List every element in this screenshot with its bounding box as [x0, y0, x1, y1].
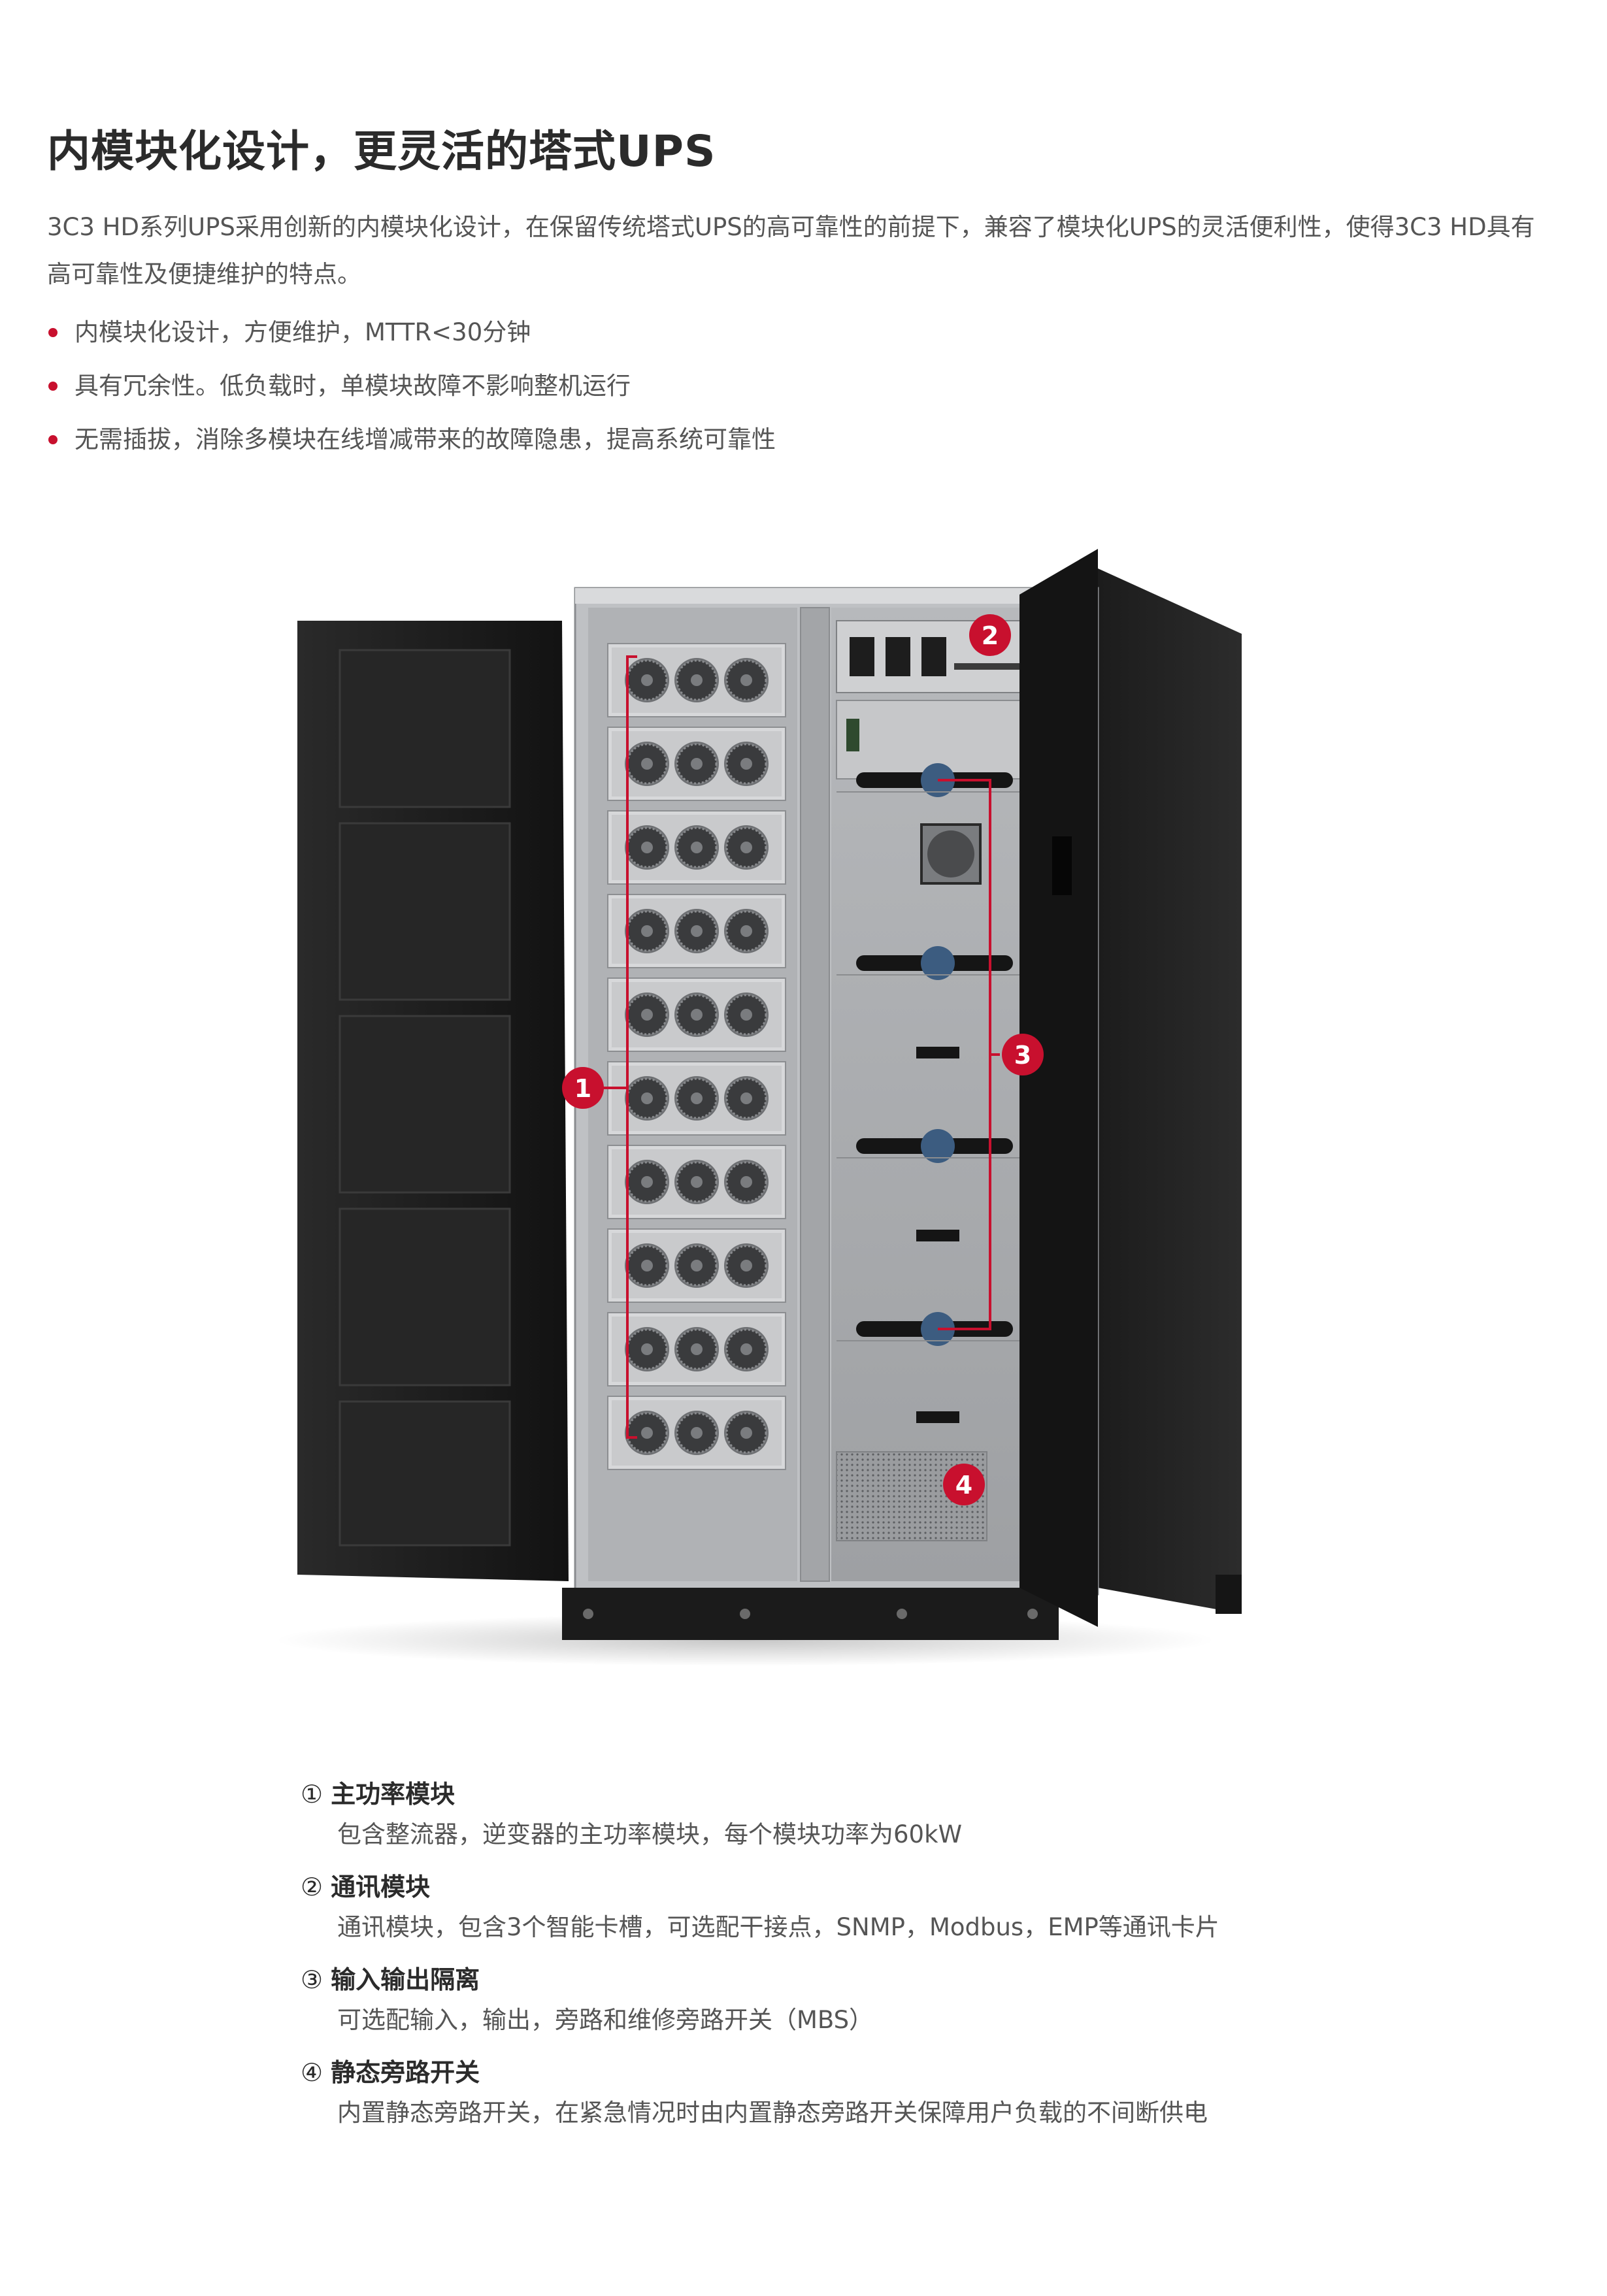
feature-number: ④	[301, 2058, 323, 2087]
feature-item: ① 主功率模块 包含整流器，逆变器的主功率模块，每个模块功率为60kW	[301, 1774, 1412, 1855]
cabinet-base	[562, 1588, 1059, 1640]
feature-title: 通讯模块	[331, 1873, 431, 1901]
feature-number: ②	[301, 1873, 323, 1901]
bullet-item: 具有冗余性。低负载时，单模块故障不影响整机运行	[47, 359, 776, 413]
feature-description: 通讯模块，包含3个智能卡槽，可选配干接点，SNMP，Modbus，EMP等通讯卡…	[337, 1913, 1219, 1941]
feature-description: 可选配输入，输出，旁路和维修旁路开关（MBS）	[337, 2006, 874, 2034]
callout-label: 3	[1014, 1041, 1031, 1070]
feature-title: 静态旁路开关	[331, 2058, 480, 2087]
callout-label: 4	[955, 1471, 972, 1500]
page-title: 内模块化设计，更灵活的塔式UPS	[47, 126, 716, 176]
feature-title: 主功率模块	[331, 1780, 456, 1809]
callout-marker	[562, 1067, 604, 1109]
intro-paragraph: 3C3 HD系列UPS采用创新的内模块化设计，在保留传统塔式UPS的高可靠性的前…	[47, 213, 1535, 288]
feature-item: ② 通讯模块 通讯模块，包含3个智能卡槽，可选配干接点，SNMP，Modbus，E…	[301, 1867, 1412, 1948]
feature-title: 输入输出隔离	[331, 1965, 480, 1994]
feature-item: ③ 输入输出隔离 可选配输入，输出，旁路和维修旁路开关（MBS）	[301, 1960, 1412, 2041]
callout-label: 1	[574, 1074, 591, 1103]
feature-bullets: 内模块化设计，方便维护，MTTR<30分钟 具有冗余性。低负载时，单模块故障不影…	[47, 306, 776, 467]
callout-marker	[943, 1464, 985, 1505]
feature-number: ③	[301, 1965, 323, 1994]
callout-marker	[1002, 1034, 1044, 1075]
callout-marker	[969, 614, 1011, 656]
feature-item: ④ 静态旁路开关 内置静态旁路开关，在紧急情况时由内置静态旁路开关保障用户负载的不…	[301, 2052, 1412, 2133]
feature-description: 包含整流器，逆变器的主功率模块，每个模块功率为60kW	[337, 1820, 963, 1848]
bullet-item: 内模块化设计，方便维护，MTTR<30分钟	[47, 306, 776, 359]
cabinet-side	[1098, 568, 1242, 1614]
bullet-item: 无需插拔，消除多模块在线增减带来的故障隐患，提高系统可靠性	[47, 413, 776, 467]
callout-label: 2	[982, 621, 999, 650]
feature-number: ①	[301, 1780, 323, 1809]
switch-handles	[856, 763, 1013, 1346]
bullet-dot-icon	[48, 328, 58, 337]
feature-description: 内置静态旁路开关，在紧急情况时由内置静态旁路开关保障用户负载的不间断供电	[337, 2099, 1208, 2127]
right-door	[1019, 549, 1098, 1627]
bullet-dot-icon	[48, 435, 58, 444]
feature-descriptions: ① 主功率模块 包含整流器，逆变器的主功率模块，每个模块功率为60kW ② 通讯模块…	[301, 1774, 1412, 2145]
ups-cabinet-illustration: 1 2 3 4	[274, 549, 1242, 1666]
bullet-dot-icon	[48, 382, 58, 391]
